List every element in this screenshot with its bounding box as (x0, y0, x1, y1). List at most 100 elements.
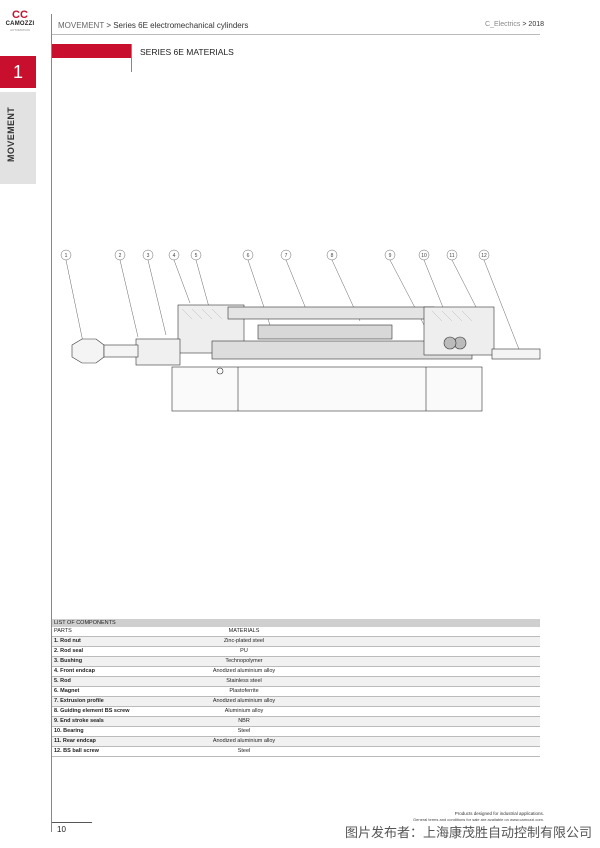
table-row: 5. Rod Stainless steel (52, 677, 540, 687)
table-row: 6. Magnet Plastoferrite (52, 687, 540, 697)
header-materials: MATERIALS (228, 628, 260, 634)
page-rule (52, 822, 92, 823)
part-name: 5. Rod (54, 678, 71, 684)
callout-label: 5 (195, 253, 198, 259)
breadcrumb-title: Series 6E electromechanical cylinders (113, 21, 249, 30)
leader-1 (65, 259, 85, 348)
leader-12 (483, 259, 523, 358)
table-row: 10. Bearing Steel (52, 727, 540, 737)
components-table: LIST OF COMPONENTS PARTS MATERIALS 1. Ro… (52, 619, 540, 757)
table-caption: LIST OF COMPONENTS (52, 619, 540, 627)
chapter-label: MOVEMENT (6, 106, 16, 162)
breadcrumb-category[interactable]: MOVEMENT (58, 21, 105, 30)
chapter-number: 1 (0, 56, 36, 88)
callout-label: 10 (421, 253, 427, 259)
hatch-line (441, 310, 453, 322)
sidebar: CC CAMOZZI AUTOMATION 1 MOVEMENT (0, 0, 36, 848)
extrusion-profile (227, 306, 435, 320)
leader-3 (147, 259, 167, 336)
part-name: 4. Front endcap (54, 668, 95, 674)
section-rule (131, 44, 132, 72)
section-marker (52, 44, 132, 58)
part-material: Anodized aluminium alloy (212, 698, 276, 704)
page-number: 10 (57, 825, 66, 834)
hatch-line (211, 308, 223, 320)
part-name: 2. Rod seal (54, 648, 84, 654)
part-material: Technopolymer (225, 658, 263, 664)
rod-nut (71, 338, 105, 364)
margin-rule (51, 14, 52, 832)
header-divider (52, 34, 540, 35)
part-material: Steel (237, 728, 251, 734)
part-name: 1. Rod nut (54, 638, 81, 644)
rod-end (135, 338, 181, 366)
table-row: 12. BS ball screw Steel (52, 747, 540, 757)
cylinder-body-lower (171, 366, 483, 412)
guiding-element (257, 324, 393, 340)
section-title: SERIES 6E MATERIALS (140, 47, 234, 57)
part-name: 9. End stroke seals (54, 718, 104, 724)
part-name: 6. Magnet (54, 688, 80, 694)
table-row: 11. Rear endcap Anodized aluminium alloy (52, 737, 540, 747)
logo-name: CAMOZZI (5, 21, 35, 27)
leader-11 (451, 259, 477, 308)
part-name: 11. Rear endcap (54, 738, 96, 744)
part-material: NBR (238, 718, 250, 724)
table-row: 8. Guiding element BS screw Aluminium all… (52, 707, 540, 717)
ball-screw-end (491, 348, 541, 360)
part-material: Plastoferrite (229, 688, 259, 694)
breadcrumb-separator: > (106, 21, 111, 30)
callout-label: 4 (173, 253, 176, 259)
part-material: Zinc-plated steel (223, 638, 265, 644)
part-name: 12. BS ball screw (54, 748, 99, 754)
leader-4 (173, 259, 191, 304)
cylinder-section-drawing: 1 2 3 4 5 6 7 8 9 10 11 12 (60, 249, 541, 412)
camozzi-logo: CC CAMOZZI AUTOMATION (4, 10, 36, 33)
leader-2 (119, 259, 139, 338)
header-catalog: C_Electrics (485, 21, 521, 28)
part-material: Anodized aluminium alloy (212, 738, 276, 744)
table-row: 7. Extrusion profile Anodized aluminium a… (52, 697, 540, 707)
footer-note: Products designed for industrial applica… (454, 811, 544, 816)
callout-label: 2 (119, 253, 122, 259)
part-material: Aluminium alloy (224, 708, 264, 714)
watermark: 图片发布者：上海康茂胜自动控制有限公司 (344, 825, 592, 840)
part-name: 8. Guiding element BS screw (54, 708, 130, 714)
header-right-separator: > (522, 21, 527, 28)
chapter-tab[interactable]: MOVEMENT (0, 92, 36, 184)
part-material: Steel (237, 748, 251, 754)
leader-7 (285, 259, 307, 310)
header-year: 2018 (528, 21, 544, 28)
part-material: PU (240, 648, 248, 654)
table-row: 2. Rod seal PU (52, 647, 540, 657)
hatch-line (201, 308, 213, 320)
logo-sub: AUTOMATION (10, 28, 30, 32)
part-material: Stainless steel (226, 678, 262, 684)
table-row: 1. Rod nut Zinc-plated steel (52, 637, 540, 647)
table-row: 4. Front endcap Anodized aluminium alloy (52, 667, 540, 677)
footer-terms[interactable]: General terms and conditions for sale ar… (413, 817, 544, 822)
header-parts: PARTS (54, 628, 72, 634)
rod-thread (103, 344, 139, 358)
hatch-line (431, 310, 443, 322)
hatch-line (181, 308, 193, 320)
callout-label: 8 (331, 253, 334, 259)
part-name: 7. Extrusion profile (54, 698, 104, 704)
logo-mark: CC (12, 9, 28, 21)
part-material: Anodized aluminium alloy (212, 668, 276, 674)
callout-label: 6 (247, 253, 250, 259)
callout-label: 7 (285, 253, 288, 259)
hatch-line (451, 310, 463, 322)
table-header: PARTS MATERIALS (52, 627, 540, 637)
callout-label: 11 (449, 253, 454, 259)
table-row: 9. End stroke seals NBR (52, 717, 540, 727)
callout-label: 12 (481, 253, 487, 259)
bearing (443, 336, 457, 350)
part-name: 10. Bearing (54, 728, 84, 734)
magnet-mark (216, 367, 224, 375)
callout-label: 9 (389, 253, 392, 259)
callout-label: 1 (65, 253, 68, 259)
breadcrumb: MOVEMENT > Series 6E electromechanical c… (58, 21, 248, 30)
callout-label: 3 (147, 253, 150, 259)
